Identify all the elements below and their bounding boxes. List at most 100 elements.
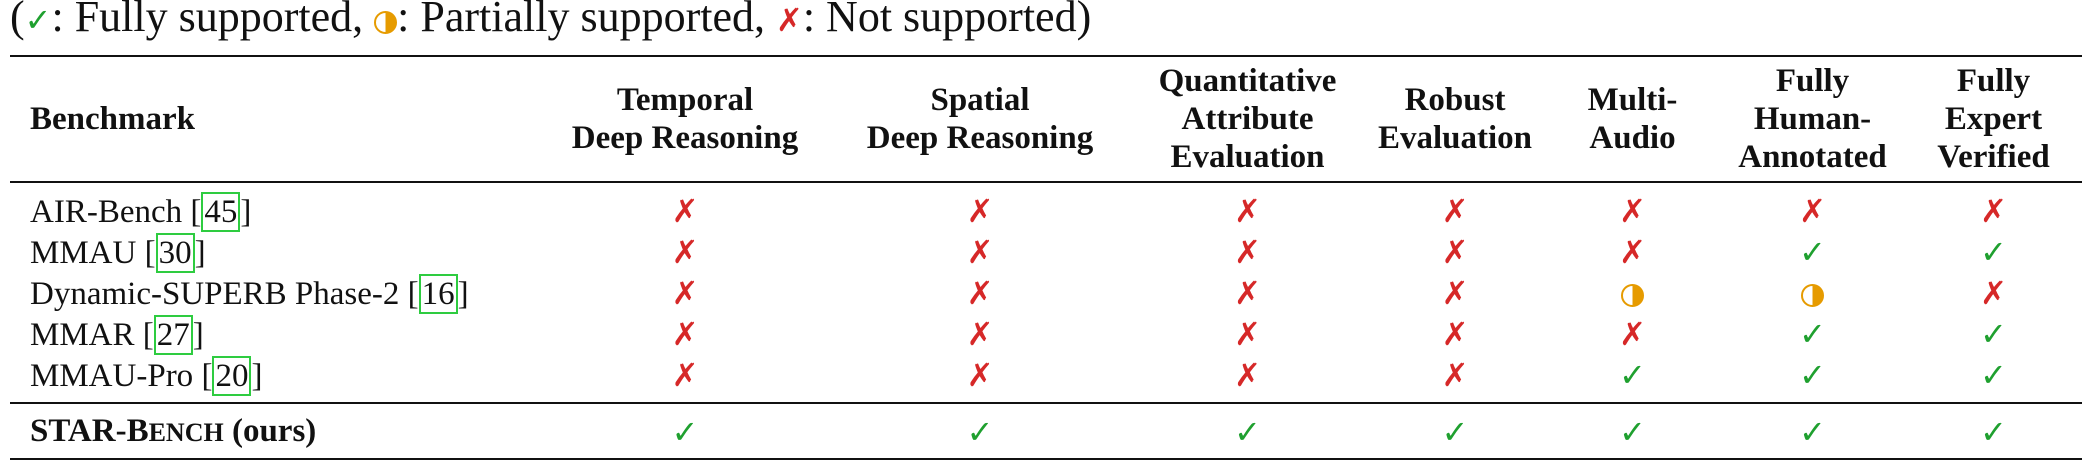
citation-link[interactable]: 45 bbox=[201, 191, 241, 232]
cross-icon: ✗ bbox=[1619, 315, 1646, 353]
column-header: Spatial Deep Reasoning bbox=[866, 82, 1094, 156]
check-icon: ✓ bbox=[1441, 412, 1469, 451]
cross-icon: ✗ bbox=[1234, 315, 1261, 353]
cross-icon: ✗ bbox=[966, 315, 994, 353]
benchmark-label: MMAR bbox=[30, 316, 143, 353]
legend-open: ( bbox=[10, 0, 25, 41]
cross-icon: ✗ bbox=[671, 274, 699, 312]
table-cell: ✗ bbox=[1130, 182, 1365, 232]
table-cell: ✗ bbox=[830, 273, 1130, 314]
cross-icon: ✗ bbox=[1441, 315, 1469, 353]
table-cell: ✓ bbox=[1720, 232, 1905, 273]
column-header: Fully Expert Verified bbox=[1937, 63, 2050, 175]
citation-bracket: ] bbox=[251, 357, 263, 394]
cross-icon: ✗ bbox=[966, 356, 994, 394]
table-cell: ✗ bbox=[540, 314, 830, 355]
citation-bracket: [ bbox=[201, 357, 213, 394]
ours-name-prefix: STAR-B bbox=[30, 413, 149, 449]
table-row: MMAU-Pro [20]✗✗✗✗✓✓✓ bbox=[10, 355, 2082, 403]
citation-link[interactable]: 20 bbox=[212, 355, 252, 396]
half-circle-icon bbox=[1801, 283, 1824, 307]
table-cell: ✗ bbox=[830, 232, 1130, 273]
table-cell: ✗ bbox=[1365, 355, 1545, 403]
table-cell: ✗ bbox=[1365, 273, 1545, 314]
cross-icon: ✗ bbox=[1441, 233, 1469, 271]
benchmark-name: AIR-Bench [45] bbox=[10, 182, 540, 232]
table-row: AIR-Bench [45]✗✗✗✗✗✗✗ bbox=[10, 182, 2082, 232]
legend-partial-label: : Partially supported, bbox=[397, 0, 776, 41]
check-icon: ✓ bbox=[1980, 412, 2007, 451]
table-cell: ✗ bbox=[540, 232, 830, 273]
check-icon: ✓ bbox=[1799, 412, 1826, 451]
legend: (✓: Fully supported, : Partially support… bbox=[10, 0, 1091, 49]
table-cell: ✓ bbox=[830, 403, 1130, 459]
ours-name-smallcaps: ENCH bbox=[148, 418, 224, 447]
table-cell: ✗ bbox=[1545, 314, 1720, 355]
table-cell: ✓ bbox=[1545, 403, 1720, 459]
column-header: Multi- Audio bbox=[1587, 82, 1678, 156]
column-header: Temporal Deep Reasoning bbox=[571, 82, 799, 156]
table-row: MMAU [30]✗✗✗✗✗✓✓ bbox=[10, 232, 2082, 273]
benchmark-label: MMAU-Pro bbox=[30, 357, 202, 394]
cross-icon: ✗ bbox=[1234, 192, 1261, 230]
table-cell: ✓ bbox=[1905, 403, 2082, 459]
cross-icon: ✗ bbox=[1441, 356, 1469, 394]
table-cell: ✗ bbox=[1365, 314, 1545, 355]
benchmark-label: Dynamic-SUPERB Phase-2 bbox=[30, 275, 408, 312]
table-cell: ✗ bbox=[1130, 273, 1365, 314]
column-header-benchmark: Benchmark bbox=[30, 101, 195, 137]
table-cell: ✗ bbox=[1905, 273, 2082, 314]
citation-bracket: ] bbox=[457, 275, 469, 312]
legend-full-label: : Fully supported, bbox=[51, 0, 375, 41]
check-icon: ✓ bbox=[1619, 356, 1646, 394]
benchmark-name: MMAU-Pro [20] bbox=[10, 355, 540, 403]
cross-icon: ✗ bbox=[966, 192, 994, 230]
table-cell: ✗ bbox=[1130, 232, 1365, 273]
table-row-ours: STAR-BENCH (ours)✓✓✓✓✓✓✓ bbox=[10, 403, 2082, 459]
cross-icon: ✗ bbox=[1980, 192, 2007, 230]
benchmark-name: Dynamic-SUPERB Phase-2 [16] bbox=[10, 273, 540, 314]
check-icon: ✓ bbox=[1234, 412, 1261, 451]
table-cell: ✗ bbox=[1905, 182, 2082, 232]
citation-bracket: [ bbox=[407, 275, 419, 312]
check-icon: ✓ bbox=[1980, 356, 2007, 394]
cross-icon: ✗ bbox=[966, 274, 994, 312]
citation-bracket: [ bbox=[190, 193, 202, 230]
table-cell: ✓ bbox=[1130, 403, 1365, 459]
cross-icon: ✗ bbox=[1619, 233, 1646, 271]
cross-icon: ✗ bbox=[1980, 274, 2007, 312]
table-cell: ✓ bbox=[540, 403, 830, 459]
check-icon: ✓ bbox=[1799, 356, 1826, 394]
cross-icon: ✗ bbox=[776, 1, 803, 39]
table-cell: ✓ bbox=[1905, 355, 2082, 403]
comparison-table: Benchmark Temporal Deep Reasoning Spatial … bbox=[10, 55, 2082, 460]
citation-bracket: ] bbox=[240, 193, 252, 230]
table-cell: ✗ bbox=[1130, 314, 1365, 355]
column-header: Quantitative Attribute Evaluation bbox=[1158, 63, 1337, 175]
table-cell: ✓ bbox=[1545, 355, 1720, 403]
table-cell: ✗ bbox=[830, 355, 1130, 403]
cross-icon: ✗ bbox=[671, 315, 699, 353]
table-cell: ✓ bbox=[1720, 314, 1905, 355]
check-icon: ✓ bbox=[1799, 315, 1826, 353]
citation-bracket: [ bbox=[142, 316, 154, 353]
citation-link[interactable]: 30 bbox=[155, 232, 195, 273]
table-cell: ✗ bbox=[1545, 182, 1720, 232]
table-row: Dynamic-SUPERB Phase-2 [16]✗✗✗✗✗ bbox=[10, 273, 2082, 314]
table-cell: ✗ bbox=[540, 273, 830, 314]
table-cell: ✗ bbox=[1365, 182, 1545, 232]
check-icon: ✓ bbox=[24, 1, 52, 39]
citation-link[interactable]: 27 bbox=[153, 314, 193, 355]
table-cell: ✗ bbox=[1545, 232, 1720, 273]
table-cell: ✓ bbox=[1720, 403, 1905, 459]
table-body: AIR-Bench [45]✗✗✗✗✗✗✗MMAU [30]✗✗✗✗✗✓✓Dyn… bbox=[10, 182, 2082, 459]
ours-name-suffix: (ours) bbox=[223, 413, 317, 449]
table-cell: ✓ bbox=[1905, 232, 2082, 273]
legend-none-label: : Not supported) bbox=[802, 0, 1092, 41]
citation-link[interactable]: 16 bbox=[418, 273, 458, 314]
check-icon: ✓ bbox=[1799, 233, 1826, 271]
citation-bracket: [ bbox=[144, 234, 156, 271]
benchmark-label: MMAU bbox=[30, 234, 145, 271]
table-cell: ✗ bbox=[1365, 232, 1545, 273]
cross-icon: ✗ bbox=[671, 356, 699, 394]
